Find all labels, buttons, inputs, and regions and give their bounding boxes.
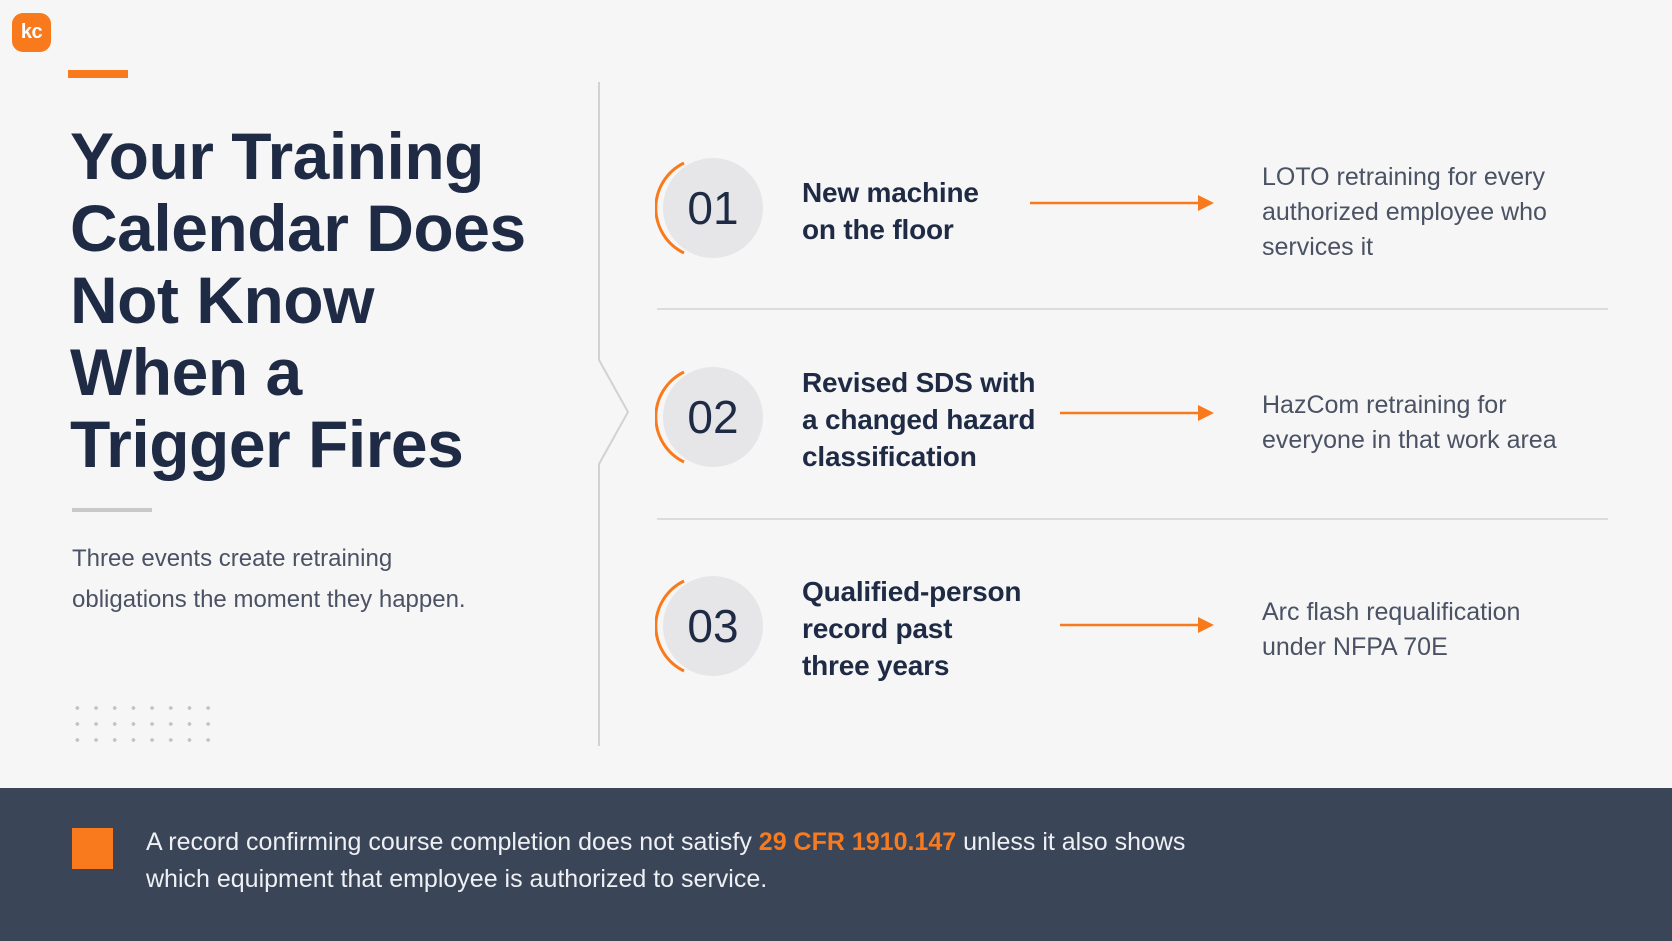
step-number-badge: 03 (655, 572, 763, 680)
step-number-badge: 02 (655, 363, 763, 471)
regulation-highlight: 29 CFR 1910.147 (758, 828, 957, 856)
trigger-line: classification (802, 441, 977, 472)
step-number: 02 (663, 367, 763, 467)
trigger-event: Revised SDS with a changed hazard classi… (802, 364, 1036, 475)
title-line: Calendar Does (70, 191, 526, 265)
accent-bar (68, 70, 128, 78)
arrow-right-icon (1060, 617, 1214, 633)
vertical-divider-chevron (598, 82, 630, 746)
step-number: 01 (663, 158, 763, 258)
outcome-line: services it (1262, 233, 1374, 261)
trigger-line: on the floor (802, 214, 954, 245)
step-number: 03 (663, 576, 763, 676)
logo-text: kc (20, 21, 43, 43)
footer-text-part: unless it also shows (956, 828, 1186, 856)
outcome-line: authorized employee who (1262, 198, 1547, 226)
outcome-text: LOTO retraining for every authorized emp… (1262, 160, 1602, 265)
title-line: When a (70, 335, 302, 409)
footer-text-part: which equipment that employee is authori… (146, 865, 768, 893)
trigger-line: New machine (802, 177, 979, 208)
trigger-event: Qualified-person record past three years (802, 573, 1021, 684)
trigger-line: a changed hazard (802, 404, 1036, 435)
row-divider (657, 518, 1608, 520)
outcome-line: everyone in that work area (1262, 426, 1557, 454)
arrow-right-icon (1060, 405, 1214, 421)
title-line: Your Training (70, 119, 484, 193)
title-divider (72, 508, 152, 512)
footer-text-part: A record confirming course completion do… (146, 828, 759, 856)
number-arc-icon (655, 370, 685, 464)
trigger-line: record past (802, 613, 953, 644)
title-line: Not Know (70, 263, 374, 337)
subtitle-line: Three events create retraining (72, 545, 393, 572)
outcome-line: Arc flash requalification (1262, 598, 1521, 626)
trigger-event: New machine on the floor (802, 174, 979, 248)
trigger-line: three years (802, 650, 950, 681)
page-title: Your Training Calendar Does Not Know Whe… (70, 120, 540, 480)
footer-note: A record confirming course completion do… (146, 824, 1186, 898)
kc-logo: kc (12, 13, 51, 52)
orange-square-icon (72, 828, 113, 869)
trigger-line: Revised SDS with (802, 367, 1036, 398)
title-line: Trigger Fires (70, 407, 464, 481)
outcome-line: HazCom retraining for (1262, 391, 1507, 419)
trigger-line: Qualified-person (802, 576, 1022, 607)
number-arc-icon (655, 161, 685, 255)
number-arc-icon (655, 579, 685, 673)
outcome-line: LOTO retraining for every (1262, 163, 1545, 191)
row-divider (657, 308, 1608, 310)
step-number-badge: 01 (655, 154, 763, 262)
outcome-line: under NFPA 70E (1262, 633, 1448, 661)
arrow-right-icon (1030, 195, 1214, 211)
subtitle: Three events create retraining obligatio… (72, 538, 512, 620)
dot-grid-decoration (68, 700, 218, 748)
outcome-text: Arc flash requalification under NFPA 70E (1262, 595, 1602, 665)
footer-banner: A record confirming course completion do… (0, 788, 1672, 941)
outcome-text: HazCom retraining for everyone in that w… (1262, 388, 1602, 458)
subtitle-line: obligations the moment they happen. (72, 586, 466, 613)
